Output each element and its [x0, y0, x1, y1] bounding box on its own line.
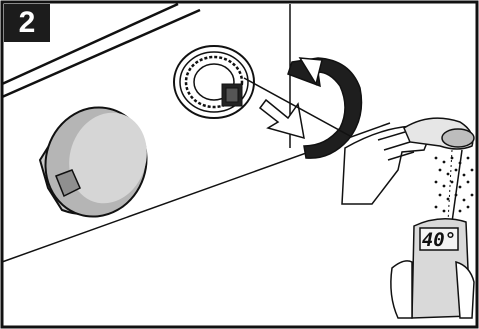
step-number-badge: 2	[4, 4, 50, 42]
thermometer-reading: 40°	[422, 229, 456, 251]
